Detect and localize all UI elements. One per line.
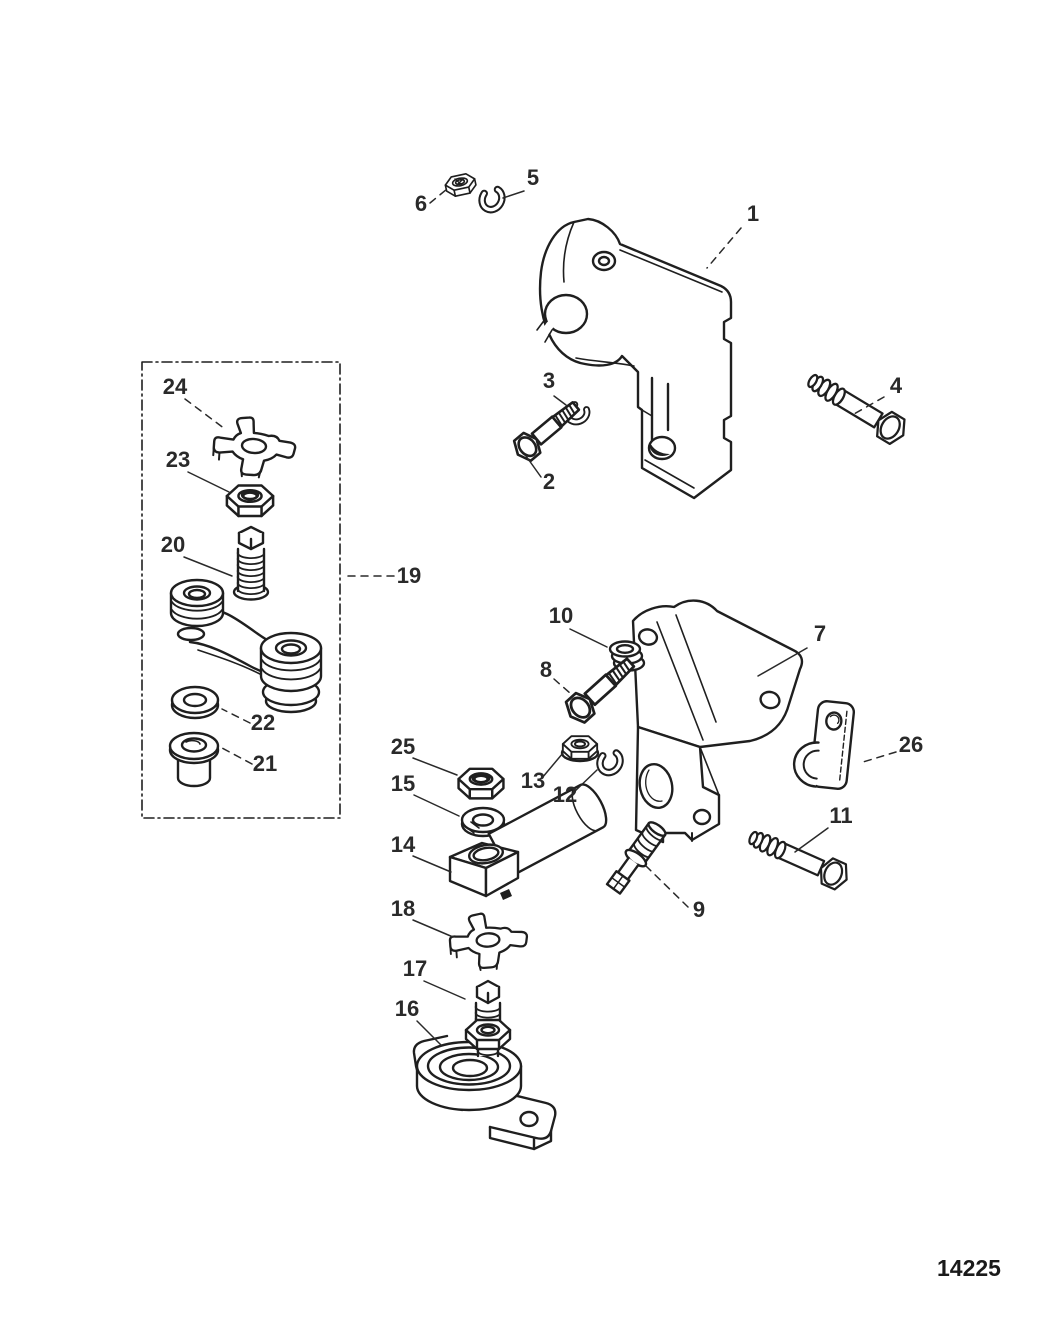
leader-14 — [412, 855, 452, 873]
callout-20: 20 — [161, 532, 185, 557]
part-14-link-cylinder — [448, 783, 608, 900]
leader-21 — [221, 747, 253, 765]
leader-11 — [794, 827, 829, 853]
callout-7: 7 — [814, 621, 826, 646]
leader-8 — [553, 678, 572, 695]
part-1-shift-bracket — [536, 217, 733, 500]
part-22-washer — [170, 685, 220, 720]
callout-26: 26 — [899, 732, 923, 757]
leader-9 — [645, 865, 689, 908]
leader-26 — [862, 751, 897, 763]
leader-13 — [541, 752, 564, 779]
leader-25 — [412, 757, 458, 776]
callout-21: 21 — [253, 751, 277, 776]
callout-2: 2 — [543, 469, 555, 494]
callout-8: 8 — [540, 657, 552, 682]
part-8-bolt — [559, 650, 642, 729]
callout-14: 14 — [391, 832, 416, 857]
callout-1: 1 — [747, 201, 759, 226]
callout-4: 4 — [890, 373, 903, 398]
part-26-clip — [792, 700, 856, 790]
callout-12: 12 — [553, 782, 577, 807]
leader-3 — [553, 395, 567, 406]
leader-15 — [413, 794, 460, 817]
part-20-stud — [236, 525, 266, 595]
callout-17: 17 — [403, 956, 427, 981]
callout-3: 3 — [543, 368, 555, 393]
callout-labels: 1 2 3 4 5 6 7 8 9 10 11 12 13 14 15 16 1… — [161, 165, 923, 1021]
callout-23: 23 — [166, 447, 190, 472]
leader-20 — [183, 556, 233, 577]
part-21-bushing — [168, 731, 220, 788]
part-17-stud — [464, 979, 512, 1058]
leader-5 — [502, 190, 525, 199]
leader-12 — [572, 769, 598, 794]
part-25-hex-nut — [457, 767, 505, 800]
part-24-star-wingnut — [210, 413, 299, 481]
leader-23 — [187, 471, 230, 493]
leader-16 — [416, 1020, 442, 1046]
part-23-hex-nut — [225, 484, 275, 518]
callout-24: 24 — [163, 374, 188, 399]
part-13-flange-nut — [560, 735, 600, 763]
assembly-19-boundary-box — [141, 361, 341, 819]
callout-6: 6 — [415, 191, 427, 216]
part-19-link-assembly — [169, 578, 323, 714]
leader-1 — [706, 227, 742, 269]
part-7-bracket — [631, 599, 804, 844]
callout-13: 13 — [521, 768, 545, 793]
part-2-bolt — [508, 394, 586, 466]
part-12-lockwasher — [596, 748, 624, 777]
part-15-lockwasher — [460, 806, 506, 838]
callout-9: 9 — [693, 897, 705, 922]
part-5-lockwasher — [478, 185, 505, 214]
callout-22: 22 — [251, 710, 275, 735]
leader-22 — [221, 708, 251, 724]
leader-7 — [757, 647, 808, 677]
callout-19: 19 — [397, 563, 421, 588]
callout-5: 5 — [527, 165, 539, 190]
part-18-star-wingnut — [447, 909, 531, 974]
callout-16: 16 — [395, 996, 419, 1021]
leader-6 — [429, 188, 448, 204]
leader-17 — [423, 980, 466, 1000]
part-16-mount — [412, 1034, 557, 1151]
figure-number: 14225 — [937, 1255, 1001, 1281]
part-6-locknut — [443, 171, 479, 199]
leader-18 — [412, 919, 454, 938]
callout-15: 15 — [391, 771, 415, 796]
callout-10: 10 — [549, 603, 573, 628]
leader-24 — [184, 398, 226, 430]
callout-11: 11 — [829, 803, 852, 828]
part-9-spring-stud — [605, 821, 667, 895]
leader-10 — [569, 628, 608, 648]
leader-lines — [183, 188, 897, 1046]
leader-2 — [525, 455, 542, 478]
leader-4 — [853, 396, 885, 415]
callout-18: 18 — [391, 896, 415, 921]
part-11-bolt — [743, 823, 854, 894]
callout-25: 25 — [391, 734, 415, 759]
